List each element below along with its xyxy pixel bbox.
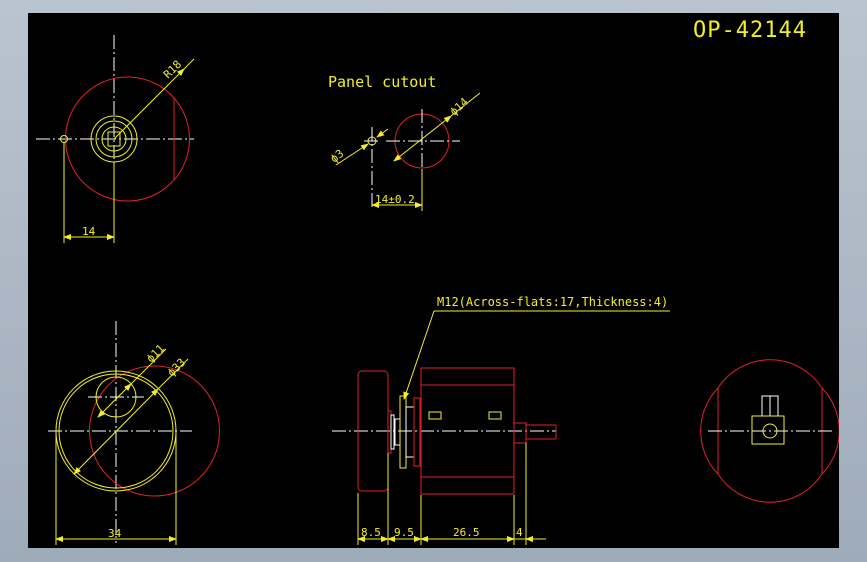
dim-14-offset: 14 xyxy=(82,225,96,238)
dim-4: 4 xyxy=(516,526,523,539)
panel-cutout-view: Panel cutout ϕ14 ϕ3 14±0.2 xyxy=(328,73,481,211)
dim-r18: R18 xyxy=(161,58,184,81)
front-view-top: R18 14 xyxy=(36,35,195,243)
dim-14-tol: 14±0.2 xyxy=(375,193,415,206)
cad-viewport[interactable]: OP-42144 R18 14 Panel cutout ϕ14 xyxy=(28,13,839,548)
cad-drawing: OP-42144 R18 14 Panel cutout ϕ14 xyxy=(36,18,839,545)
panel-cutout-label: Panel cutout xyxy=(328,73,436,91)
dim-phi33: ϕ33 xyxy=(165,356,188,379)
dim-9-5: 9.5 xyxy=(394,526,414,539)
dim-26-5: 26.5 xyxy=(453,526,480,539)
front-view-bottom: ϕ11 ϕ33 34 xyxy=(48,321,220,545)
part-number-title: OP-42144 xyxy=(693,18,807,43)
side-view: M12(Across-flats:17,Thickness:4) 8.5 9.5… xyxy=(332,295,670,545)
dim-34: 34 xyxy=(108,527,122,540)
dim-phi11: ϕ11 xyxy=(144,342,167,365)
dim-phi3: ϕ3 xyxy=(328,147,346,165)
dim-phi14: ϕ14 xyxy=(447,95,471,118)
dim-8-5: 8.5 xyxy=(361,526,381,539)
thread-note: M12(Across-flats:17,Thickness:4) xyxy=(437,295,668,309)
rear-view xyxy=(700,359,839,503)
